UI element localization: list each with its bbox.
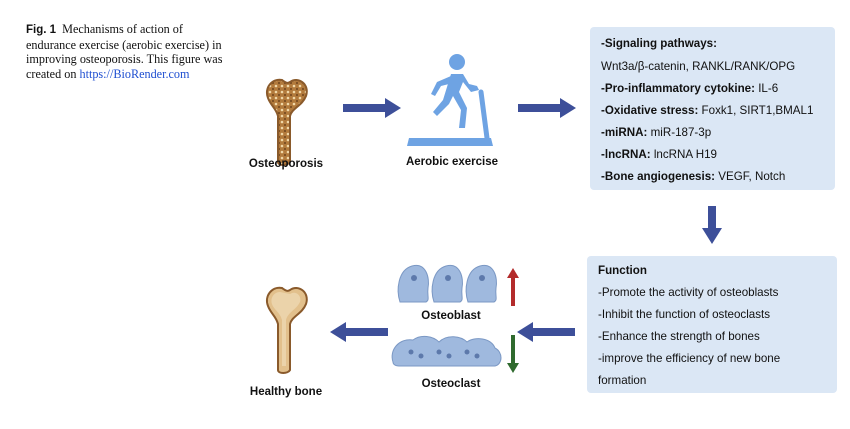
function-item: -improve the efficiency of new bone [598, 352, 781, 365]
mechanism-item: -Bone angiogenesis: VEGF, Notch [601, 170, 786, 183]
mechanism-item: -Signaling pathways: [601, 37, 717, 50]
arrow-right-icon [518, 98, 576, 118]
osteoblast-label: Osteoblast [421, 310, 481, 322]
osteoporosis-label: Osteoporosis [248, 158, 324, 170]
osteoclast-cells-icon [391, 335, 502, 367]
mechanism-item: -miRNA: miR-187-3p [601, 126, 712, 139]
osteoblast-cells-icon [397, 264, 497, 303]
arrow-left-icon [517, 322, 575, 342]
healthy-bone-icon [266, 286, 308, 374]
healthy-bone-label: Healthy bone [249, 386, 323, 398]
osteoclast-label: Osteoclast [421, 378, 481, 390]
biorender-link[interactable]: https://BioRender.com [79, 66, 190, 81]
arrow-down-green-icon [507, 335, 519, 373]
function-item: -Enhance the strength of bones [598, 330, 760, 343]
mechanism-item: Wnt3a/β-catenin, RANKL/RANK/OPG [601, 60, 796, 73]
mechanism-item: -Pro-inflammatory cytokine: IL-6 [601, 82, 779, 95]
osteoporotic-bone-icon [266, 78, 308, 166]
function-item: -Inhibit the function of osteoclasts [598, 308, 771, 321]
function-item: -Promote the activity of osteoblasts [598, 286, 779, 299]
mechanism-item: -Oxidative stress: Foxk1, SIRT1,BMAL1 [601, 104, 814, 117]
mechanism-item: -lncRNA: lncRNA H19 [601, 148, 717, 161]
function-item: formation [598, 374, 647, 387]
arrow-left-icon [330, 322, 388, 342]
arrow-up-icon [507, 268, 519, 306]
figure-number: Fig. 1 [26, 24, 57, 36]
function-box: Function -Promote the activity of osteob… [587, 256, 837, 393]
mechanisms-box: -Signaling pathways: Wnt3a/β-catenin, RA… [590, 27, 835, 190]
aerobic-exercise-label: Aerobic exercise [405, 156, 499, 168]
arrow-right-icon [343, 98, 401, 118]
treadmill-runner-icon [407, 54, 493, 146]
arrow-down-icon [702, 206, 722, 244]
figure-caption: Fig. 1 Mechanisms of action of endurance… [26, 22, 231, 81]
function-title: Function [598, 264, 647, 277]
caption-text: Mechanisms of action of endurance exerci… [26, 22, 223, 81]
